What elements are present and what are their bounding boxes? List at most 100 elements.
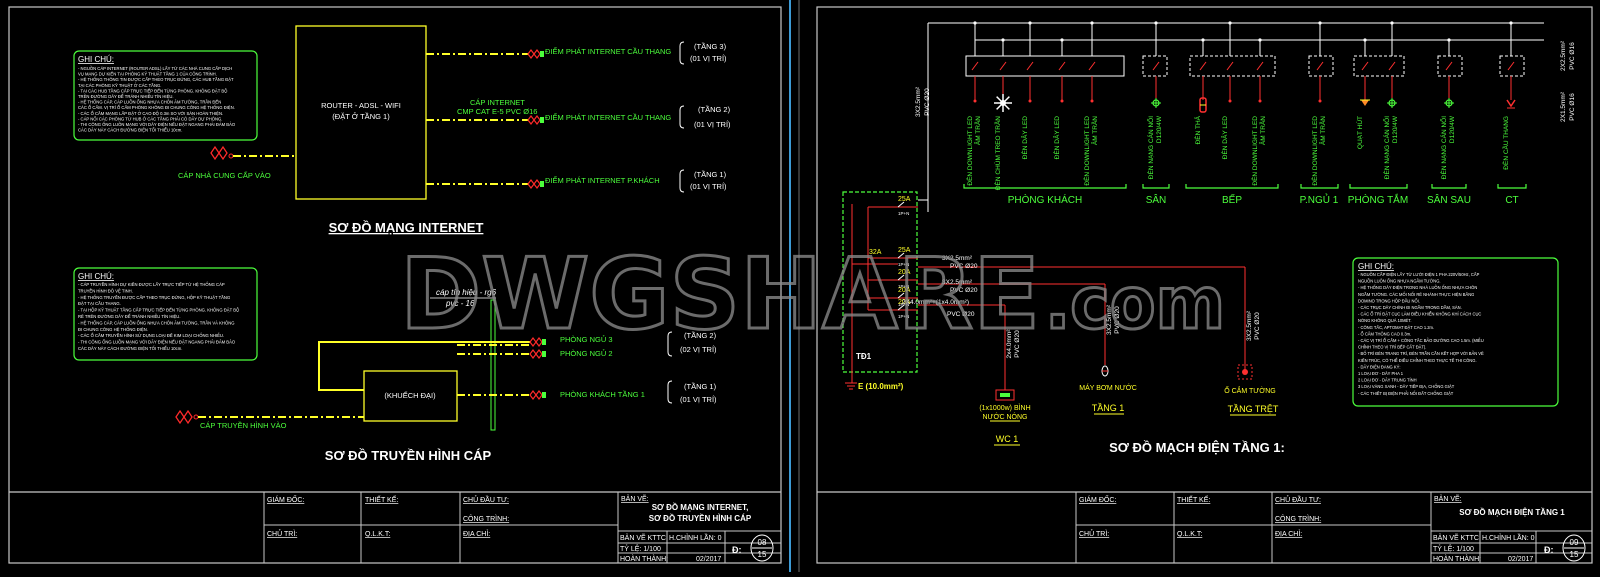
outlet-floor-1: (TẦNG 3) <box>694 41 727 51</box>
junction-dot <box>1363 38 1367 42</box>
sheet-number-circle <box>1562 534 1586 562</box>
note-line: CÁC Ổ CẮM. VỊ TRÍ Ổ CẮM PHÒNG KHÔNG ĐI C… <box>78 105 235 110</box>
internet-supply-connector-icon <box>210 145 234 161</box>
note-line: DOMINO TRONG HỘP ĐẦU NỐI. <box>1358 298 1420 303</box>
watermark-brand: DWGSHARE <box>400 238 1040 352</box>
riser-conduit: PVC Ø20 <box>924 88 931 116</box>
tb-giam-doc: GIÁM ĐỐC: <box>267 494 304 504</box>
note-line: - HỆ THỐNG THÔNG TIN ĐƯỢC CẤP THEO TRỤC … <box>78 77 234 82</box>
tv-bracket-upper <box>667 331 673 357</box>
water-heater-icon <box>995 389 1015 401</box>
note-line: KIẾN TRÚC, CÓ THỂ ĐIỀU CHỈNH THEO THỰC T… <box>1358 358 1477 363</box>
downlight-icon <box>1060 99 1064 103</box>
note-title: GHI CHÚ: <box>78 272 114 281</box>
note-line: NGUỒN LUÔN ỐNG NHỰA NGẦM TƯỜNG. <box>1358 279 1441 284</box>
switch-contact-icon <box>1058 61 1066 71</box>
switch-contact-icon <box>1256 61 1264 71</box>
feeder-2-conduit: PVC Ø20 <box>950 287 978 294</box>
switch-box <box>1189 55 1276 77</box>
breaker-contact-icon <box>897 304 905 311</box>
room-label: SÂN SAU <box>1427 193 1471 206</box>
tb-hoan-thanh: HOÀN THÀNH: <box>620 554 668 563</box>
router-location: (ĐẶT Ở TẦNG 1) <box>332 111 390 121</box>
tb-qlkt: Q.L.K.T: <box>1177 531 1202 538</box>
tb-date: 02/2017 <box>696 556 721 563</box>
room-label: SÂN <box>1146 193 1167 206</box>
pump-cable-spec: 3X2.5mm² <box>1106 304 1113 335</box>
socket-floor: TẦNG TRỆT <box>1228 404 1279 414</box>
feeder-1-conduit: PVC Ø20 <box>950 263 978 270</box>
tv-note-box: GHI CHÚ: - CÁP TRUYỀN HÌNH DỰ KIẾN ĐƯỢC … <box>73 267 258 361</box>
outlet-label-3: ĐIỂM PHÁT INTERNET P.KHÁCH <box>545 176 660 185</box>
circuit-label: ÂM TRẦN <box>1089 116 1099 145</box>
room-label: BẾP <box>1222 193 1242 206</box>
chandelier-icon <box>994 94 1012 112</box>
note-line: - CÁC Ổ TRÍ ĐẶT CỤC LÀM ĐIỀU KHIỂN KHÔNG… <box>1358 312 1481 317</box>
note-line: CÁC DÂY NÀY CÁCH ĐƯỜNG ĐIỆN TỐI THIỂU 10… <box>78 346 182 351</box>
socket-cable-conduit: PVC Ø20 <box>1254 312 1261 340</box>
junction-dot <box>1509 21 1513 25</box>
breaker-rating: 25A <box>898 247 911 254</box>
bus-top-spec: 2X2.5mm² <box>1560 40 1567 71</box>
note-line: - TẠI HỘP KỸ THUẬT TẦNG CẤP TRỰC TIẾP ĐẾ… <box>78 308 240 313</box>
tb-cong-trinh: CÔNG TRÌNH: <box>463 514 509 523</box>
tb-sheet-no: 09 <box>1570 538 1579 547</box>
switch-contact-icon <box>1361 61 1369 71</box>
earth-symbol-icon <box>845 382 857 390</box>
tb-chu-tri: CHỦ TRÌ: <box>267 529 297 538</box>
note-box-border <box>1352 257 1559 407</box>
note-line: TRUYỀN HÌNH ĐÔ VỆ TINH. <box>78 288 133 293</box>
breaker-contact-icon <box>897 201 905 208</box>
main-breaker-rating: 32A <box>869 249 882 256</box>
ceiling-light-icon <box>1151 98 1161 108</box>
tb-ban-ve-label: BẢN VẼ: <box>1434 494 1462 503</box>
bus-bot-spec: 2X1.5mm² <box>1560 91 1567 122</box>
switch-contact-icon <box>1199 61 1207 71</box>
room-bracket <box>1185 184 1279 189</box>
note-line: - BỐ TRÍ ĐÈN TRANG TRÍ, ĐÈN TRẦN CẦN KẾT… <box>1358 351 1484 356</box>
tb-hoan-thanh: HOÀN THÀNH: <box>1433 554 1481 563</box>
circuit-label: ĐÈN DOWNLIGHT LED <box>1310 116 1319 186</box>
breaker-type: 1P+N <box>898 211 909 216</box>
note-line: TẠI CÁC PHÒNG KỸ THUẬT Ở CÁC TẦNG. <box>78 83 161 88</box>
downlight-icon <box>1228 99 1232 103</box>
circuit-label: ĐÈN NẠNG CÁN NỐI <box>1145 116 1155 179</box>
note-line: - CÁP NỐI CÁC PHÒNG TỪ HUB Ở CÁC TẦNG PH… <box>78 116 222 121</box>
room-label: PHÒNG KHÁCH <box>1008 193 1082 206</box>
room-bracket <box>1349 184 1408 189</box>
outlet-icons <box>527 49 544 189</box>
amplifier-label: (KHUẾCH ĐẠI) <box>384 390 436 400</box>
panel-td1-box <box>842 191 918 373</box>
tb-chinh-lan: H.CHỈNH LẦN: 0 <box>1482 532 1535 542</box>
bus-bot-conduit: PVC Ø16 <box>1569 93 1576 121</box>
tb-d-label: Đ: <box>1544 545 1554 555</box>
room-bracket <box>1300 184 1339 189</box>
tb-ti-le: TỶ LỆ: 1/100 <box>1433 544 1474 553</box>
switch-box <box>1499 55 1525 77</box>
breaker-contact-icon <box>897 252 905 259</box>
junction-dot <box>1318 21 1322 25</box>
note-line: CÁC DÂY NÀY CÁCH ĐƯỜNG ĐIỆN TỐI THIỂU 10… <box>78 128 182 133</box>
circuit-label: ĐÈN CẦU THANG <box>1500 116 1510 170</box>
tv-count-lower: (01 VỊ TRÍ) <box>680 395 717 404</box>
switch-box <box>965 55 1125 77</box>
note-line: RẼ TRÊN ĐƯỜNG DÂY ĐỂ TRÁNH NHIỄU TÍN HIỆ… <box>78 314 181 319</box>
tv-supply-connector-icon <box>175 409 199 425</box>
wc-label: WC 1 <box>996 434 1019 444</box>
switch-contact-icon <box>1226 61 1234 71</box>
outlet-floor-2: (TẦNG 2) <box>698 104 731 114</box>
circuit-label: ĐÈN DOWNLIGHT LED <box>1082 116 1091 186</box>
circuit-label: D120/4W <box>1449 115 1456 143</box>
circuit-label: D120/4W <box>1156 115 1163 143</box>
circuit-label: ĐÈN NẠNG CÁN NỐI <box>1381 116 1391 179</box>
bus-top-conduit: PVC Ø16 <box>1569 42 1576 70</box>
junction-dot <box>1060 38 1064 42</box>
switch-contact-icon <box>1316 61 1324 71</box>
downlight-icon <box>1090 99 1094 103</box>
breaker-type: 1P+N <box>898 314 909 319</box>
switch-contact-icon <box>999 61 1007 71</box>
feeder-3-conduit: PVC Ø20 <box>947 311 975 318</box>
socket-cable-spec: 3X2.5mm² <box>1246 310 1253 341</box>
note-line: - THI CÔNG ỐNG LUỒN MẠNG VỚI DÂY ĐIỆN NẾ… <box>78 340 236 345</box>
note-line: 3 LOẠI VÀNG XANH - DÂY TIẾP ĐỊA, CHỐNG G… <box>1358 384 1455 389</box>
